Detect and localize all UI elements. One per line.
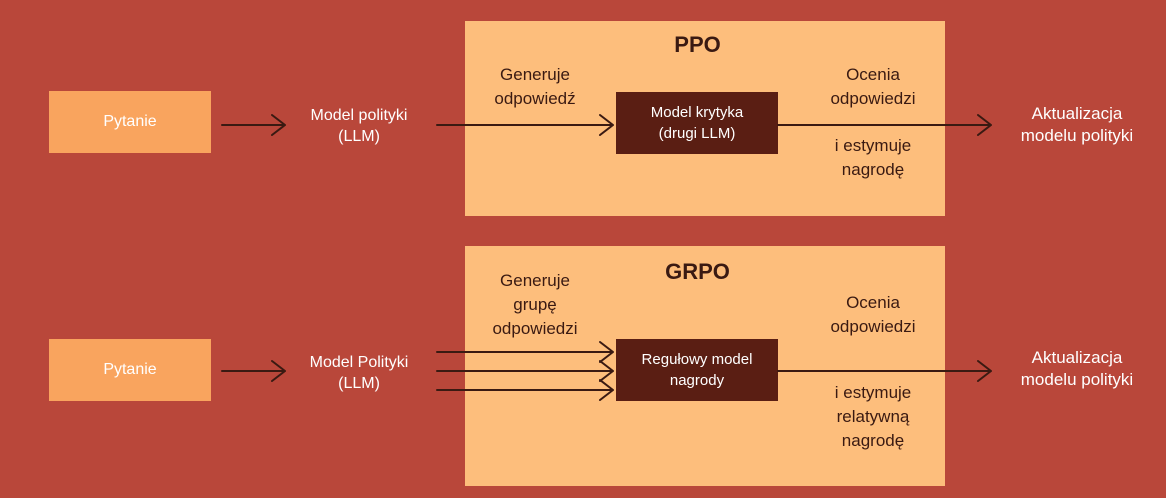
ppo-question-box: Pytanie (49, 91, 211, 153)
grpo-arrow-policy-to-reward-1 (436, 341, 614, 363)
ppo-estimates-label: i estymuje nagrodę (834, 136, 912, 179)
ppo-question-label: Pytanie (103, 113, 157, 130)
ppo-generates-label: Generuje odpowiedź (494, 65, 576, 108)
grpo-evaluates-label: Ocenia odpowiedzi (830, 293, 916, 336)
ppo-policy-model-label: Model polityki (LLM) (310, 107, 408, 145)
grpo-update-label: Aktualizacja modelu polityki (1020, 348, 1134, 389)
ppo-arrow-policy-to-critic (436, 114, 614, 136)
ppo-update-label: Aktualizacja modelu polityki (1020, 104, 1134, 145)
ppo-critic-model-box: Model krytyka (drugi LLM) (616, 92, 778, 154)
grpo-estimates-label: i estymuje relatywną nagrodę (834, 383, 912, 450)
grpo-arrow-question-to-policy (221, 360, 286, 382)
ppo-arrow-question-to-policy (221, 114, 286, 136)
grpo-policy-model-label: Model Polityki (LLM) (309, 354, 409, 392)
grpo-reward-model-box: Regułowy model nagrody (616, 339, 778, 401)
grpo-arrow-reward-to-update (777, 360, 992, 382)
grpo-arrow-policy-to-reward-2 (436, 360, 614, 382)
ppo-evaluates-label: Ocenia odpowiedzi (830, 65, 916, 108)
grpo-generates-label: Generuje grupę odpowiedzi (492, 271, 578, 338)
grpo-title: GRPO (665, 259, 730, 284)
grpo-question-box: Pytanie (49, 339, 211, 401)
grpo-arrow-policy-to-reward-3 (436, 379, 614, 401)
ppo-title: PPO (674, 32, 721, 57)
ppo-arrow-critic-to-update (777, 114, 992, 136)
grpo-question-label: Pytanie (103, 361, 157, 378)
